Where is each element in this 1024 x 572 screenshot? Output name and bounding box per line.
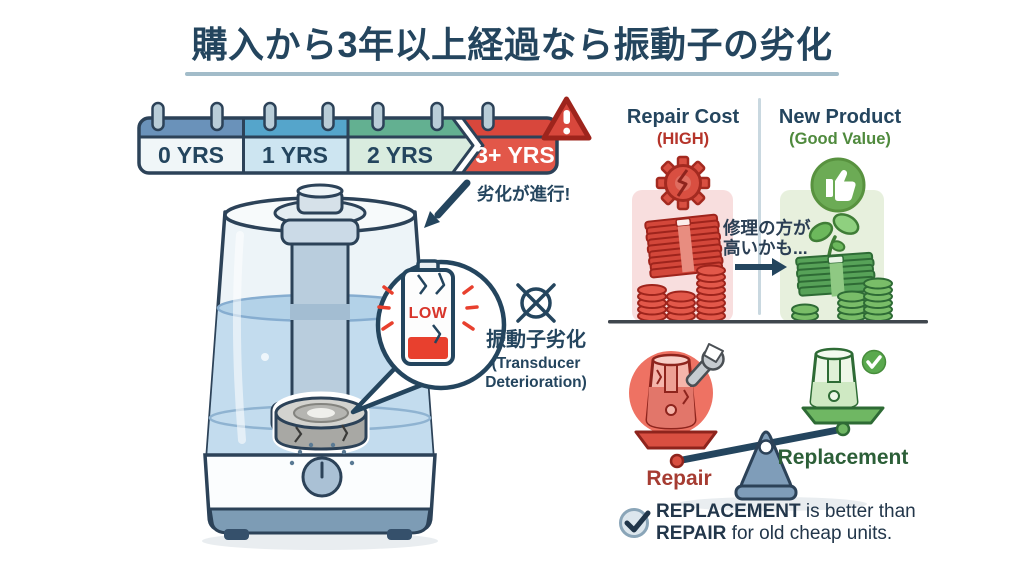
replacement-pivot	[835, 421, 851, 437]
no-vibration-icon	[516, 283, 556, 323]
battery-callout-bubble: LOW	[350, 259, 507, 415]
broken-gear-icon	[655, 155, 711, 211]
title-underline	[185, 72, 839, 76]
new-product-subtitle: (Good Value)	[789, 130, 891, 148]
conclusion-bold-repair: REPAIR	[656, 523, 727, 544]
repair-coin-stacks	[637, 264, 726, 322]
timeline-binder-rings	[151, 101, 495, 132]
timeline-seg3-header	[346, 118, 469, 139]
humidifier-illustration: 劣化が進行!	[202, 179, 587, 550]
repair-cost-subtitle: (HIGH)	[656, 130, 710, 148]
repair-cost-title: Repair Cost	[626, 106, 740, 128]
timeline-label-0yrs: 0 YRS	[158, 142, 224, 168]
conclusion-line2: REPAIR for old cheap units.	[656, 523, 956, 545]
right-arrow-icon	[735, 258, 787, 276]
repair-scale-pan	[634, 430, 718, 450]
transducer-label-en-2: Deterioration)	[485, 374, 587, 391]
timeline-seg4-header	[461, 118, 557, 139]
new-product-title: New Product	[778, 106, 902, 128]
page-title: 購入から3年以上経過なら振動子の劣化	[191, 24, 833, 65]
transducer-disc	[272, 391, 370, 456]
timeline-label-2yrs: 2 YRS	[367, 142, 433, 168]
check-badge-icon	[860, 348, 888, 376]
down-left-arrow-icon	[424, 179, 471, 228]
low-battery-icon: LOW	[401, 259, 455, 366]
timeline-years-bar: 0 YRS 1 YRS 2 YRS 3+ YRS	[137, 96, 592, 175]
conclusion-bold-replacement: REPLACEMENT	[656, 501, 801, 522]
new-product-coin-stacks	[791, 277, 893, 322]
control-knob	[289, 442, 355, 498]
repair-note-line2: 高いかも...	[723, 238, 808, 258]
deterioration-note: 劣化が進行!	[477, 184, 570, 204]
battery-low-label: LOW	[409, 305, 448, 322]
conclusion-rest1: is better than	[800, 501, 916, 522]
repair-money-stack	[637, 213, 726, 322]
scale-fulcrum	[734, 430, 798, 501]
timeline-label-3plus-yrs: 3+ YRS	[475, 142, 555, 168]
timeline-border	[137, 116, 559, 175]
timeline-seg3-body	[346, 135, 475, 173]
warning-triangle-icon	[541, 96, 592, 141]
transducer-label-en-1: (Transducer	[492, 355, 581, 372]
wrench-icon	[685, 343, 725, 388]
alert-spark-marks	[377, 285, 479, 331]
humidifier-shadow	[202, 532, 438, 550]
repair-note-line1: 修理の方が	[722, 218, 811, 238]
column-divider	[758, 98, 761, 315]
repair-vs-replacement-scale: Repair Replacement	[629, 343, 909, 511]
conclusion-line1: REPLACEMENT is better than	[656, 501, 956, 523]
new-product-money	[791, 213, 893, 322]
replacement-label: Replacement	[778, 446, 909, 469]
transducer-label-jp: 振動子劣化	[486, 327, 586, 351]
new-humidifier-icon	[809, 347, 859, 410]
timeline-seg1-body	[139, 135, 245, 173]
repair-pivot	[669, 453, 685, 469]
repair-side	[629, 343, 725, 469]
thumbs-up-icon	[810, 157, 866, 213]
scale-shadow	[677, 497, 867, 511]
money-comparison: 修理の方が 高いかも...	[608, 155, 928, 324]
conclusion-text: REPLACEMENT is better than REPAIR for ol…	[656, 501, 956, 545]
conclusion-check-icon	[619, 508, 651, 538]
repair-label: Repair	[646, 467, 711, 490]
timeline-label-1yrs: 1 YRS	[262, 142, 328, 168]
replacement-scale-pan	[801, 406, 885, 425]
baseline	[608, 320, 928, 324]
replacement-side	[801, 347, 888, 437]
conclusion-rest2: for old cheap units.	[726, 523, 893, 544]
cracked-humidifier-icon	[645, 353, 697, 430]
